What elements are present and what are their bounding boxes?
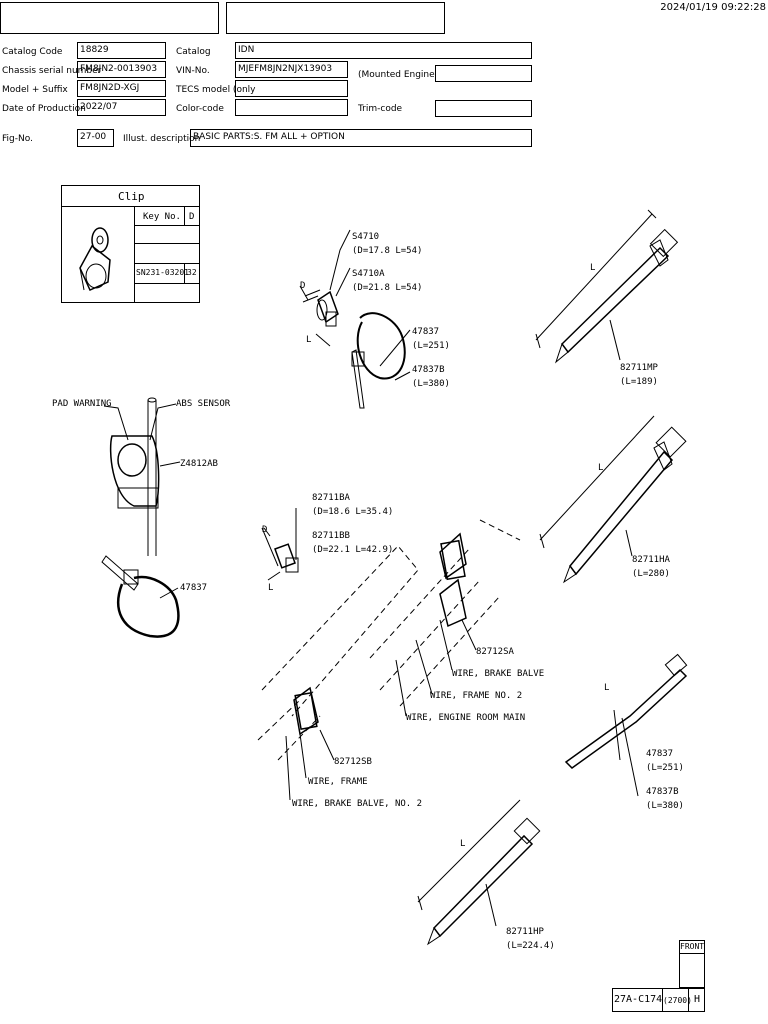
harness-assembly-drawing [257,519,521,761]
callout-47837-upper-dim: (L=251) [412,341,450,351]
illust-value: BASIC PARTS:S. FM ALL + OPTION [190,129,532,147]
callout-l-82711hp: L [460,839,465,849]
callout-l-82711mp: L [590,263,595,273]
s4710-clip-drawing [302,229,351,347]
model-label: Model + Suffix [2,85,68,95]
callout-s4710a-dim: (D=21.8 L=54) [352,283,422,293]
tie-82711ha-drawing [539,415,687,584]
callout-s4710-dim: (D=17.8 L=54) [352,246,422,256]
model-value: FM8JN2D-XGJ [77,80,166,97]
clip-table-col-key: Key No. [143,212,181,222]
callout-82711mp: 82711MP [620,363,659,373]
callout-wire-brake-balve: WIRE, BRAKE BALVE [452,669,544,679]
callout-l-82711ha: L [598,463,603,473]
callout-s4710a: S4710A [352,269,385,279]
callout-47837-upper: 47837 [412,327,439,337]
h-mark: H [694,994,701,1005]
callout-82711ba: 82711BA [312,493,351,503]
tecs-value [235,80,348,97]
callout-82711ha-dim: (L=280) [632,569,670,579]
tie-47837-left-drawing [101,555,180,638]
callout-82711hp-dim: (L=224.4) [506,941,555,951]
ref-number: 27A-C174 [614,994,663,1005]
vin-label: VIN-No. [176,66,210,76]
callout-47837b-upper: 47837B [412,365,445,375]
callout-abs-sensor: ABS SENSOR [176,399,231,409]
callout-l-lower: L [268,583,273,593]
callout-47837b-upper-dim: (L=380) [412,379,450,389]
top-blank-box-left [0,2,219,34]
clip-table-row-4 [134,283,200,303]
chassis-value: FM8JN2-0013903 [77,61,166,78]
leader-lines [285,619,477,801]
clip-table-row-3-key: SN231-03201 [136,268,189,277]
front-label: FRONT [680,942,705,951]
callout-47837b-right: 47837B [646,787,679,797]
color-value [235,99,348,116]
callout-82711bb-dim: (D=22.1 L=42.9) [312,545,393,555]
clip-table-title-cell [61,185,200,207]
tie-47837-upper-drawing [351,312,411,409]
dop-value: 2022/07 [77,99,166,116]
callout-82711mp-dim: (L=189) [620,377,658,387]
color-label: Color-code [176,104,224,114]
callout-wire-frame: WIRE, FRAME [308,777,368,787]
callout-82711hp: 82711HP [506,927,545,937]
clip-82711ba-drawing [261,508,299,581]
trim-value [435,100,532,117]
tie-82711hp-drawing [417,799,541,946]
fig-value: 27-00 [77,129,114,147]
callout-47837-right: 47837 [646,749,673,759]
callout-d-lower: D [262,525,267,535]
callout-l-upper: L [306,335,311,345]
callout-47837b-right-dim: (L=380) [646,801,684,811]
ref-box [612,988,705,1012]
catalog-code-label: Catalog Code [2,47,63,57]
fig-label: Fig-No. [2,134,33,144]
tie-82711mp-drawing [535,209,679,364]
catalog-code-value: 18829 [77,42,166,59]
callout-82711ba-dim: (D=18.6 L=35.4) [312,507,393,517]
code-cell [662,988,689,1012]
clip-table-row-3-d: 32 [187,268,197,277]
callout-s4710: S4710 [352,232,379,242]
top-blank-box-right [226,2,445,34]
clip-table-col-d: D [189,212,195,222]
callout-47837-left: 47837 [180,583,207,593]
clip-table-title: Clip [118,190,145,203]
illust-label: Illust. description [123,134,201,144]
callout-d-upper: D [300,281,305,291]
callout-82711ha: 82711HA [632,555,671,565]
mounted-engine-value [435,65,532,82]
callout-82712sa: 82712SA [476,647,515,657]
chassis-label: Chassis serial number [2,66,102,76]
trim-label: Trim-code [358,104,403,114]
front-label-cell [679,940,705,954]
clip-diagram-icon [79,227,111,291]
callout-pad-warning: PAD WARNING [52,399,112,409]
callout-l-47837-right: L [604,683,609,693]
catalog-value: IDN [235,42,532,59]
clamp-z4812ab-drawing [103,397,181,556]
mounted-engine-label: (Mounted Engine [358,70,435,80]
callout-wire-engine-room: WIRE, ENGINE ROOM MAIN [406,713,525,723]
vin-value: MJEFM8JN2NJX13903 [235,61,348,78]
callout-wire-frame-no2: WIRE, FRAME NO. 2 [430,691,522,701]
dop-label: Date of Production [2,104,86,114]
callout-82711bb: 82711BB [312,531,350,541]
code-number: (2700) [663,996,692,1005]
callout-82712sb: 82712SB [334,757,372,767]
callout-47837-right-dim: (L=251) [646,763,684,773]
catalog-label: Catalog [176,47,211,57]
callout-z4812ab: Z4812AB [180,459,218,469]
tie-47837-right-drawing [564,653,688,797]
tecs-label: TECS model (only [176,85,256,95]
timestamp: 2024/01/19 09:22:28 [660,2,766,13]
callout-wire-brake-balve-no2: WIRE, BRAKE BALVE, NO. 2 [292,799,422,809]
